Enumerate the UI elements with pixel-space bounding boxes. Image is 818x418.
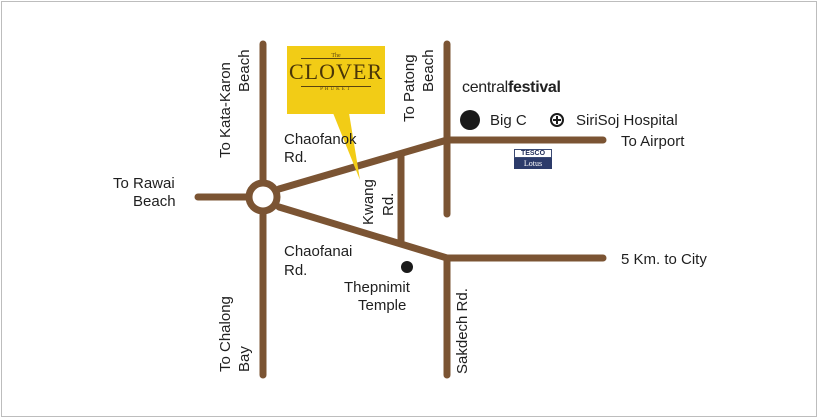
road-chaofanai	[275, 203, 451, 262]
temple-marker	[401, 261, 413, 273]
chalong-label-1: To Chalong	[217, 296, 234, 372]
tesco-label: TESCO	[514, 149, 552, 158]
logo-rule-top	[301, 58, 371, 59]
hospital-cross-icon	[550, 113, 564, 127]
logo-pointer	[333, 113, 360, 180]
kata-karon-label-1: To Kata-Karon	[217, 62, 234, 158]
chaofanok-label-2: Rd.	[284, 149, 308, 166]
patong-label-1: To Patong	[401, 54, 418, 122]
city-label: 5 Km. to City	[621, 251, 707, 268]
kata-karon-label-2: Beach	[236, 49, 253, 92]
hospital-label: SiriSoj Hospital	[576, 112, 678, 129]
sakdech-label: Sakdech Rd.	[454, 288, 471, 374]
chaofanok-label-1: Chaofanok	[284, 131, 357, 148]
logo-sub: PHUKET	[320, 87, 352, 92]
patong-label-2: Beach	[420, 49, 437, 92]
logo-rule-bottom	[301, 86, 371, 87]
rawai-label-1: To Rawai	[113, 175, 175, 192]
central-festival-light: central	[462, 79, 508, 96]
temple-label-2: Temple	[358, 297, 407, 314]
logo-name: CLOVER	[289, 59, 383, 84]
temple-label-1: Thepnimit	[344, 279, 410, 296]
central-festival-bold: festival	[507, 79, 561, 96]
chaofanai-label-2: Rd.	[284, 262, 308, 279]
big-c-label: Big C	[490, 112, 527, 129]
kwang-label-2: Rd.	[380, 192, 397, 216]
tesco-lotus-logo: TESCO Lotus	[514, 149, 552, 169]
road-chaofanok	[275, 136, 451, 193]
rawai-label-2: Beach	[133, 193, 176, 210]
central-festival-logo: centralfestival	[462, 79, 561, 97]
kwang-label-1: Kwang	[360, 179, 377, 225]
airport-label: To Airport	[621, 133, 685, 150]
chalong-label-2: Bay	[236, 346, 253, 372]
lotus-label: Lotus	[514, 158, 552, 169]
big-c-marker	[460, 110, 480, 130]
roundabout	[245, 179, 281, 215]
chaofanai-label-1: Chaofanai	[284, 243, 353, 260]
logo-the: The	[331, 53, 341, 59]
clover-logo: The CLOVER PHUKET	[287, 46, 385, 114]
